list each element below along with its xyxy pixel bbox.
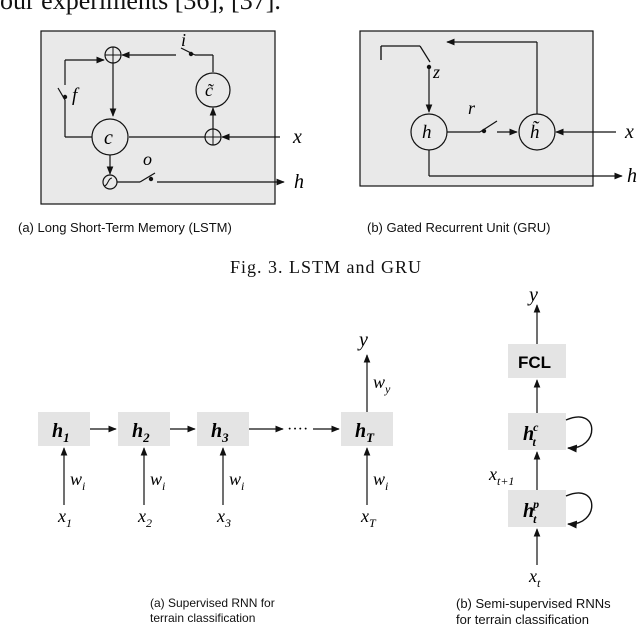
node-hc xyxy=(508,413,566,450)
gru-label-h: h xyxy=(422,122,432,143)
weight-wT: wi xyxy=(373,469,388,493)
output-weight: wy xyxy=(373,372,391,396)
node-h3-label: h3 xyxy=(211,420,229,445)
lstm-caption: (a) Long Short-Term Memory (LSTM) xyxy=(18,220,232,235)
node-h1 xyxy=(38,412,90,446)
figure4-diagrams: ···· h1 h2 h3 hT y wy wi wi wi wi x1 x2 … xyxy=(38,284,593,590)
lstm-label-i: i xyxy=(181,30,186,50)
supervised-caption-line2: terrain classification xyxy=(150,611,256,625)
input-xT: xT xyxy=(360,506,377,530)
lstm-label-h: h xyxy=(294,171,304,193)
lstm-label-o: o xyxy=(143,149,152,169)
figure3-diagrams: i f c c̃ x o h z r h h̃ x h xyxy=(40,30,637,205)
lstm-label-ctilde: c̃ xyxy=(205,80,215,100)
supervised-caption-line1: (a) Supervised RNN for xyxy=(150,596,275,610)
semi-caption: (b) Semi-supervised RNNs for terrain cla… xyxy=(456,596,611,628)
lstm-diagram: i f c c̃ x o h xyxy=(40,30,304,205)
gru-label-h-out: h xyxy=(627,165,637,187)
node-h2-label: h2 xyxy=(132,420,150,445)
gru-label-z: z xyxy=(432,62,440,82)
node-h3 xyxy=(197,412,249,446)
weight-w2: wi xyxy=(150,469,165,493)
fcl-node xyxy=(508,344,566,378)
node-labels: h1 h2 h3 hT xyxy=(52,420,375,445)
mid-input-x: xt+1 xyxy=(488,464,514,488)
node-h2 xyxy=(118,412,170,446)
lstm-cell-ctilde xyxy=(195,72,231,108)
header-text: our experiments [36], [37]. xyxy=(0,0,281,15)
weight-w3: wi xyxy=(229,469,244,493)
semi-caption-line2: for terrain classification xyxy=(456,612,589,627)
supervised-caption: (a) Supervised RNN for terrain classific… xyxy=(150,596,275,626)
lstm-box xyxy=(40,30,276,205)
semi-caption-line1: (b) Semi-supervised RNNs xyxy=(456,596,611,611)
gru-label-r: r xyxy=(468,98,476,118)
gru-label-htilde: h̃ xyxy=(530,121,540,143)
fcl-label: FCL xyxy=(518,353,551,372)
supervised-rnn: ···· h1 h2 h3 hT y wy wi wi wi wi x1 x2 … xyxy=(38,329,393,530)
node-hT-label: hT xyxy=(355,420,375,445)
output-y: y xyxy=(357,329,368,351)
input-x2: x2 xyxy=(137,506,152,530)
figure3-title: Fig. 3. LSTM and GRU xyxy=(230,257,423,277)
lstm-label-f: f xyxy=(72,85,80,106)
gru-diagram: z r h h̃ x h xyxy=(359,30,637,187)
sequence-dots: ···· xyxy=(287,421,308,438)
lstm-label-c: c xyxy=(104,127,113,149)
gru-label-x: x xyxy=(624,121,634,143)
gru-box xyxy=(359,30,594,187)
gru-caption: (b) Gated Recurrent Unit (GRU) xyxy=(367,220,551,235)
input-x3: x3 xyxy=(216,506,231,530)
input-x1: x1 xyxy=(57,506,72,530)
node-hT xyxy=(341,412,393,446)
lstm-label-x: x xyxy=(292,126,302,148)
weight-w1: wi xyxy=(70,469,85,493)
semi-output-y: y xyxy=(527,284,538,306)
node-hp xyxy=(508,490,566,527)
node-h1-label: h1 xyxy=(52,420,70,445)
semi-input-x: xt xyxy=(528,566,541,590)
